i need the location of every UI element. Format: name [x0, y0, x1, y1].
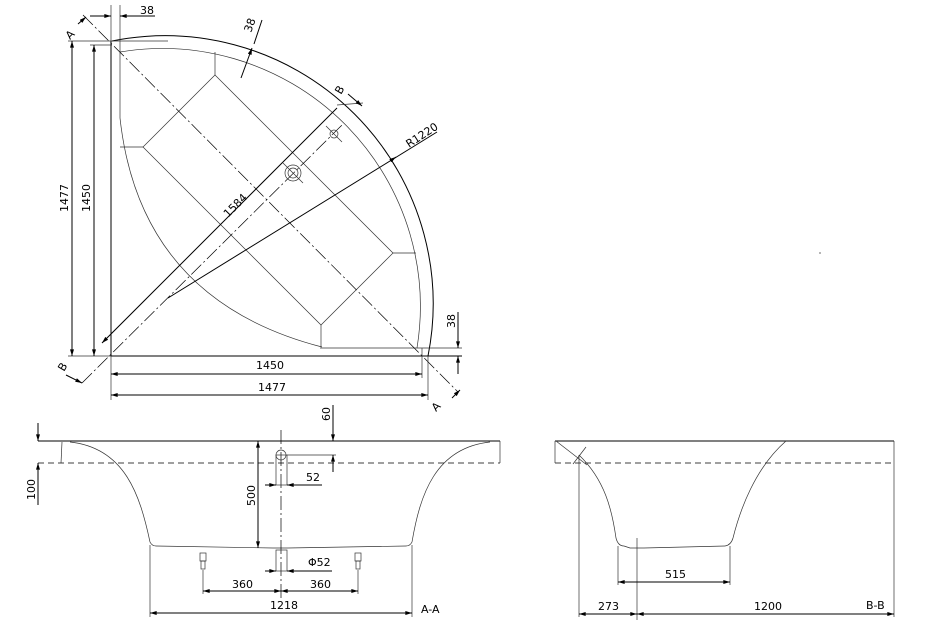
dim-100: 100: [25, 479, 38, 500]
stray-dot: [819, 252, 821, 254]
dim-1450-vertical: 1450: [80, 184, 93, 212]
dim-1450-horizontal: 1450: [256, 359, 284, 372]
dim-1218: 1218: [270, 599, 298, 612]
dim-phi52: Φ52: [308, 556, 331, 569]
section-b-label-bottom: B: [55, 360, 70, 373]
tub-outline: [110, 35, 462, 357]
section-a-label-top: A: [63, 27, 78, 42]
foot-right-icon: [354, 552, 362, 570]
section-b-label-top: B: [332, 83, 347, 96]
dim-360-left: 360: [232, 578, 253, 591]
dim-rim-38: 38: [242, 16, 259, 34]
section-aa-view: 100 60 52 500 Φ52 360 360 1218 A-A: [25, 405, 501, 617]
drain-icon: [282, 162, 304, 184]
dim-515: 515: [665, 568, 686, 581]
dim-radius: R1220: [404, 120, 441, 150]
dim-1584: 1584: [221, 191, 250, 220]
section-aa-title: A-A: [421, 603, 440, 616]
dim-top-38: 38: [140, 4, 154, 17]
dim-1584-line: [101, 107, 338, 344]
plan-view: A A 1584 B B R1220 38 38: [55, 4, 462, 414]
dim-273: 273: [598, 600, 619, 613]
dim-1477-vertical: 1477: [58, 184, 71, 212]
dim-52: 52: [306, 471, 320, 484]
dim-60: 60: [320, 407, 333, 421]
dim-1200: 1200: [754, 600, 782, 613]
section-line-b: [81, 124, 343, 384]
dim-360-right: 360: [310, 578, 331, 591]
section-a-label-bottom: A: [429, 399, 444, 414]
radius-line: [167, 131, 438, 299]
overflow-pipe-icon: [275, 449, 288, 486]
dim-1477-horizontal: 1477: [258, 381, 286, 394]
flat-bottom-area: [120, 52, 416, 347]
section-bb-view: 515 273 1200 B-B: [554, 440, 895, 620]
section-line-a: [82, 14, 459, 393]
foot-left-icon: [199, 552, 207, 570]
section-bb-title: B-B: [866, 599, 885, 612]
drain-pipe-icon: [275, 549, 288, 572]
dim-right-38: 38: [445, 314, 458, 328]
dim-500: 500: [245, 485, 258, 506]
overflow-icon: [325, 125, 343, 143]
